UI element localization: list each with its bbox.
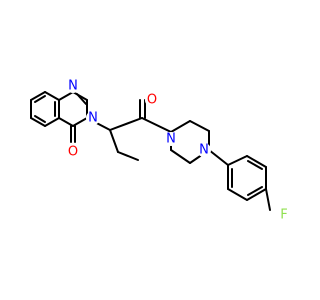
atom-n-quinazoline-3: N — [86, 111, 100, 126]
bond — [247, 186, 263, 196]
atom-o-amide: O — [145, 93, 159, 108]
atom-n-quinazoline-1: N — [66, 79, 80, 94]
atom-label: N — [68, 79, 78, 94]
bond — [30, 91, 46, 101]
bond — [76, 93, 87, 105]
atom-label: N — [166, 132, 176, 147]
bond — [246, 188, 267, 201]
bond — [170, 149, 191, 164]
bond — [34, 95, 46, 103]
bond — [109, 129, 119, 153]
atom-label: O — [147, 93, 157, 108]
atom-n-piperazine-aryl: N — [197, 143, 211, 158]
bond — [208, 149, 229, 166]
bond — [44, 117, 60, 127]
bond — [58, 91, 74, 101]
bond — [109, 117, 143, 131]
bond — [246, 155, 267, 168]
bond — [189, 120, 210, 132]
atom-f-aryl: F — [277, 208, 291, 223]
bond — [247, 160, 263, 170]
structure-drawing: N N O O N N F — [30, 78, 291, 223]
atom-label: O — [68, 145, 78, 160]
bond — [30, 117, 46, 127]
bond — [170, 120, 191, 133]
bond — [117, 151, 139, 161]
bond — [44, 91, 60, 101]
molecule-diagram: N N O O N N F — [30, 78, 291, 223]
bond — [227, 188, 248, 201]
atom-label: N — [88, 111, 98, 126]
atom-o-quinazolinone: O — [66, 145, 80, 160]
bond — [141, 117, 172, 133]
bond — [265, 188, 271, 211]
atom-label: F — [280, 208, 287, 223]
bond — [72, 117, 88, 127]
atom-n-piperazine-amide: N — [164, 132, 178, 147]
bond — [34, 115, 46, 123]
bond — [227, 155, 248, 166]
atom-label: N — [199, 143, 209, 158]
bond — [58, 117, 74, 127]
